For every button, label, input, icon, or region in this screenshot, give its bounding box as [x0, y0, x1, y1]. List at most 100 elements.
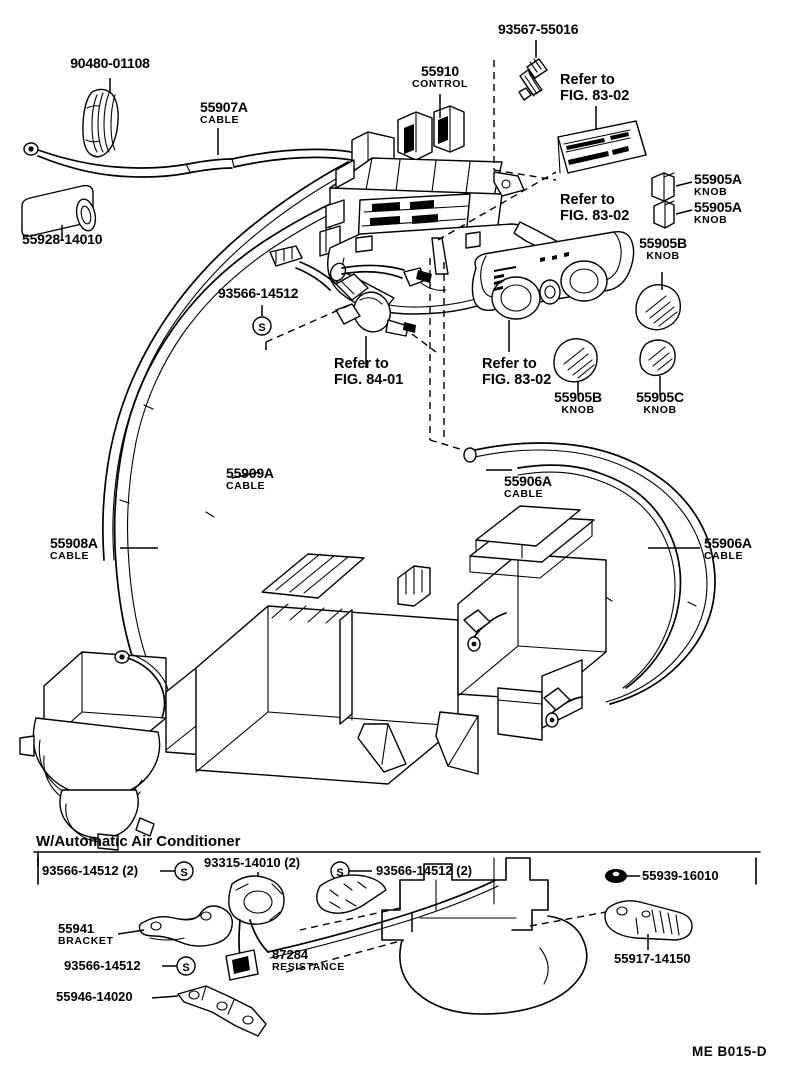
- callout-87284-resistance: 87284 RESISTANCE: [272, 948, 345, 973]
- part-number: 90480-01108: [70, 55, 150, 71]
- callout-55905b-right: 55905B KNOB: [620, 236, 706, 262]
- part-number: 55905B: [639, 235, 687, 251]
- part-descriptor: CABLE: [50, 550, 90, 562]
- callout-93567-55016: 93567-55016: [498, 21, 579, 37]
- auto-ac-group-title: W/Automatic Air Conditioner: [36, 833, 241, 850]
- part-number: 55905B: [554, 389, 602, 405]
- refer-note-fig-83-02-mid: Refer to FIG. 83-02: [560, 192, 629, 224]
- part-descriptor: KNOB: [694, 186, 728, 198]
- callout-93566-14512-mid: 93566-14512: [218, 285, 299, 301]
- knob-55905a-2-art: [653, 200, 675, 229]
- part-number: 55906A: [704, 535, 752, 551]
- s-marker-bottom-art: S: [162, 956, 196, 976]
- clip-90480-art: [82, 88, 119, 158]
- callout-55909a: 55909A CABLE: [226, 466, 274, 492]
- refer-note-fig-84-01: Refer to FIG. 84-01: [334, 356, 403, 388]
- connector-assembly-art: [269, 245, 432, 337]
- part-number: 55905A: [694, 199, 742, 215]
- part-number: 55905A: [694, 171, 742, 187]
- refer-line-2: FIG. 83-02: [482, 372, 552, 389]
- resistance-87284-art: [225, 874, 499, 981]
- callout-93566-14512-right: 93566-14512 (2): [376, 864, 472, 878]
- part-number: 55941: [58, 921, 95, 936]
- callout-55906a-right: 55906A CABLE: [704, 536, 752, 562]
- refer-line-2: FIG. 84-01: [334, 372, 404, 389]
- part-number: 93566-14512: [64, 958, 141, 973]
- part-descriptor: KNOB: [646, 250, 680, 262]
- callout-55941-bracket: 55941 BRACKET: [58, 922, 114, 947]
- refer-line-1: Refer to: [560, 192, 615, 208]
- callout-55917-14150: 55917-14150: [614, 952, 691, 966]
- svg-text:S: S: [182, 962, 189, 974]
- nut-55939-art: [605, 869, 640, 883]
- part-descriptor: CABLE: [200, 114, 240, 126]
- callout-93315-14010: 93315-14010 (2): [204, 856, 300, 870]
- knob-55905b-right-art: [635, 283, 682, 331]
- callout-55905a-2: 55905A KNOB: [694, 200, 742, 226]
- callout-55939-16010: 55939-16010: [642, 869, 719, 883]
- hvac-panel-face-art: [471, 231, 635, 320]
- part-55917-art: [604, 900, 693, 941]
- refer-note-fig-83-02-upper: Refer to FIG. 83-02: [560, 72, 629, 104]
- part-55946-art: [177, 985, 267, 1037]
- part-number: 55910: [421, 63, 459, 79]
- part-number: 55946-14020: [56, 989, 133, 1004]
- refer-line-2: FIG. 83-02: [560, 208, 630, 225]
- knob-55905c-art: [639, 339, 676, 377]
- part-descriptor: RESISTANCE: [272, 960, 345, 973]
- bracket-55941-art: [138, 905, 233, 947]
- part-number: 55939-16010: [642, 868, 719, 883]
- sleeve-55928-art: [21, 184, 97, 238]
- callout-55906a-left: 55906A CABLE: [504, 474, 552, 500]
- refer-line-1: Refer to: [560, 72, 615, 88]
- svg-text:S: S: [258, 322, 265, 334]
- part-descriptor: CABLE: [704, 550, 744, 562]
- callout-93566-14512-left: 93566-14512 (2): [42, 864, 138, 878]
- callout-55910-control: 55910 CONTROL: [392, 64, 488, 90]
- part-descriptor: CABLE: [504, 488, 544, 500]
- svg-text:S: S: [336, 867, 343, 879]
- callout-90480-01108: 90480-01108: [58, 56, 162, 70]
- part-descriptor: CABLE: [226, 480, 266, 492]
- knob-55905b-lower-art: [553, 337, 598, 383]
- part-descriptor: BRACKET: [58, 934, 114, 947]
- heater-unit-art: [19, 505, 607, 851]
- part-descriptor: KNOB: [643, 404, 677, 416]
- refer-line-1: Refer to: [334, 356, 389, 372]
- callout-55905a-1: 55905A KNOB: [694, 172, 742, 198]
- callout-55946-14020: 55946-14020: [56, 990, 133, 1004]
- part-number: 55906A: [504, 473, 552, 489]
- part-number: 55928-14010: [22, 231, 103, 247]
- refer-line-2: FIG. 83-02: [560, 88, 630, 105]
- screw-93567-art: [518, 58, 548, 101]
- auto-ac-group-outline: [33, 851, 761, 885]
- svg-text:S: S: [180, 867, 187, 879]
- callout-55907a: 55907A CABLE: [200, 100, 248, 126]
- part-number: 87284: [272, 947, 309, 962]
- blower-case-bottom-art: [381, 857, 588, 1015]
- callout-55928-14010: 55928-14010: [22, 231, 103, 247]
- panel-upper-right-art: [557, 120, 647, 174]
- part-descriptor: KNOB: [694, 214, 728, 226]
- callout-55905c: 55905C KNOB: [617, 390, 703, 416]
- cable-55909a-art: [102, 161, 353, 561]
- callout-93566-14512-bottom: 93566-14512: [64, 959, 141, 973]
- part-number: 93566-14512 (2): [42, 863, 139, 878]
- cable-55906a-art: [463, 442, 716, 705]
- part-number: 55905C: [636, 389, 684, 405]
- part-number: 93566-14512: [218, 285, 299, 301]
- refer-note-fig-83-02-panel: Refer to FIG. 83-02: [482, 356, 551, 388]
- callout-55908a: 55908A CABLE: [50, 536, 98, 562]
- part-number: 55917-14150: [614, 951, 691, 966]
- diagram-footer-code: ME B015-D: [692, 1044, 768, 1059]
- part-number: 55908A: [50, 535, 98, 551]
- part-number: 93315-14010 (2): [204, 855, 301, 870]
- part-descriptor: CONTROL: [411, 78, 469, 90]
- part-number: 93567-55016: [498, 21, 579, 37]
- part-number: 55907A: [200, 99, 248, 115]
- part-descriptor: KNOB: [561, 404, 595, 416]
- part-number: 93566-14512 (2): [376, 863, 473, 878]
- part-number: 55909A: [226, 465, 274, 481]
